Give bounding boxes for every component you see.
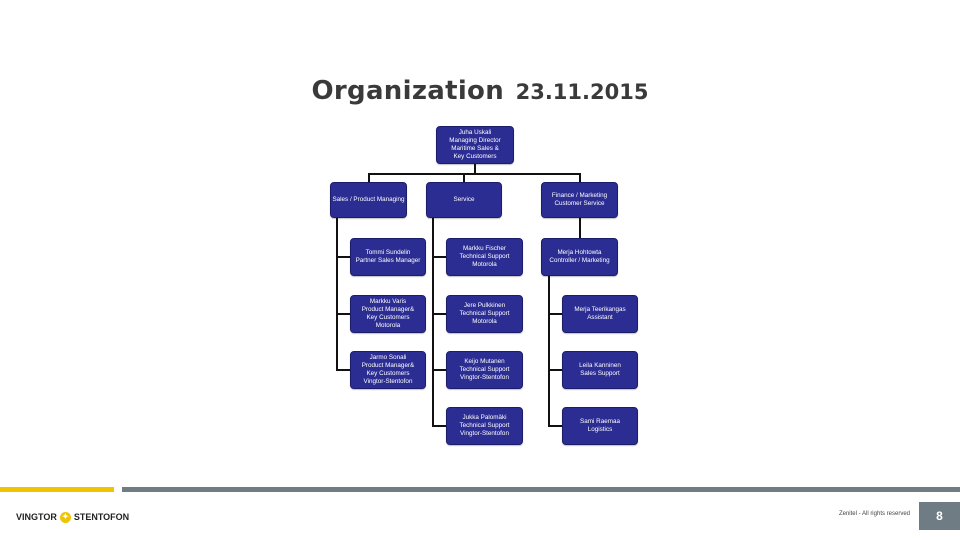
node-line: Technical Support [459, 252, 510, 260]
node-line: Keijo Mutanen [464, 357, 505, 365]
accent-bar-gray [122, 487, 960, 492]
node-line: Key Customers [366, 314, 410, 321]
node-line: Key Customers [366, 370, 410, 377]
node-line: Vingtor-Stentofon [363, 378, 413, 386]
connector-line [367, 173, 370, 183]
footer-copyright: Zenitel - All rights reserved [838, 511, 910, 517]
node-line: Finance / Marketing [551, 191, 608, 199]
node-line: Vingtor-Stentofon [460, 430, 509, 438]
node-line: Motorola [472, 261, 497, 269]
node-line: Tommi Sundelin [365, 248, 411, 256]
connector-line [336, 313, 350, 315]
node-line: Product Manager& [361, 361, 415, 369]
node-line: Jarmo Sonali [369, 353, 407, 361]
node-line: Sami Raemaa [580, 417, 620, 425]
page-number: 8 [919, 502, 960, 530]
node-line: Leila Kanninen [579, 361, 621, 369]
node-line: Merja Hohtowta [557, 248, 602, 256]
logo-mark-icon: ✦ [59, 511, 71, 523]
node-line: Jere Pulkkinen [463, 301, 506, 309]
node-line: Technical Support [459, 365, 510, 373]
connector-line [548, 369, 562, 371]
node-line: Product Manager& [361, 305, 415, 313]
node-line: Technical Support [459, 421, 510, 429]
org-node-department: Sales / Product Managing [330, 182, 407, 218]
connector-line [432, 313, 446, 315]
connector-line [432, 256, 446, 258]
node-line: Merja Teerikangas [574, 305, 626, 313]
node-line: Maritime Sales & [451, 145, 499, 152]
node-line: Customer Service [554, 200, 605, 207]
node-line: Key Customers [453, 153, 497, 161]
connector-line [548, 425, 562, 427]
logo-text-right: STENTOFON [73, 512, 130, 522]
node-line: Vingtor-Stentofon [460, 374, 509, 382]
connector-line [548, 313, 562, 315]
node-line: Technical Support [459, 309, 510, 317]
node-line: Assistant [587, 314, 613, 321]
connector-line [432, 425, 446, 427]
connector-line [432, 218, 434, 427]
node-line: Managing Director [449, 136, 501, 144]
node-line: Sales / Product Managing [332, 195, 405, 203]
node-line: Markku Varis [369, 297, 407, 305]
node-line: Jukka Palomäki [462, 413, 507, 421]
node-line: Partner Sales Manager [355, 257, 421, 264]
node-line: Motorola [375, 322, 401, 330]
connector-line [336, 369, 350, 371]
node-line: Logistics [587, 426, 613, 433]
connector-line [432, 369, 446, 371]
connector-line [548, 276, 550, 427]
connector-line [578, 173, 581, 183]
node-line: Controller / Marketing [549, 257, 610, 264]
connector-line [336, 256, 350, 258]
connector-line [368, 173, 580, 175]
connector-line [474, 164, 476, 174]
node-line: Markku Fischer [462, 244, 507, 252]
connector-line [463, 173, 465, 183]
org-node-department: Service [426, 182, 502, 218]
node-line: Motorola [472, 318, 497, 326]
title-text: Organization [311, 76, 505, 106]
slide-title: Organization 23.11.2015 [0, 76, 960, 106]
connector-line [336, 218, 338, 371]
logo-text-left: VINGTOR [16, 512, 57, 522]
node-line: Sales Support [580, 370, 620, 377]
node-line: Service [453, 195, 475, 203]
connector-line [578, 218, 581, 238]
title-date: 23.11.2015 [515, 80, 649, 104]
node-line: Juha Uskali [458, 128, 492, 136]
accent-bar-yellow [0, 487, 114, 492]
company-logo: VINGTOR ✦ STENTOFON [16, 510, 129, 524]
